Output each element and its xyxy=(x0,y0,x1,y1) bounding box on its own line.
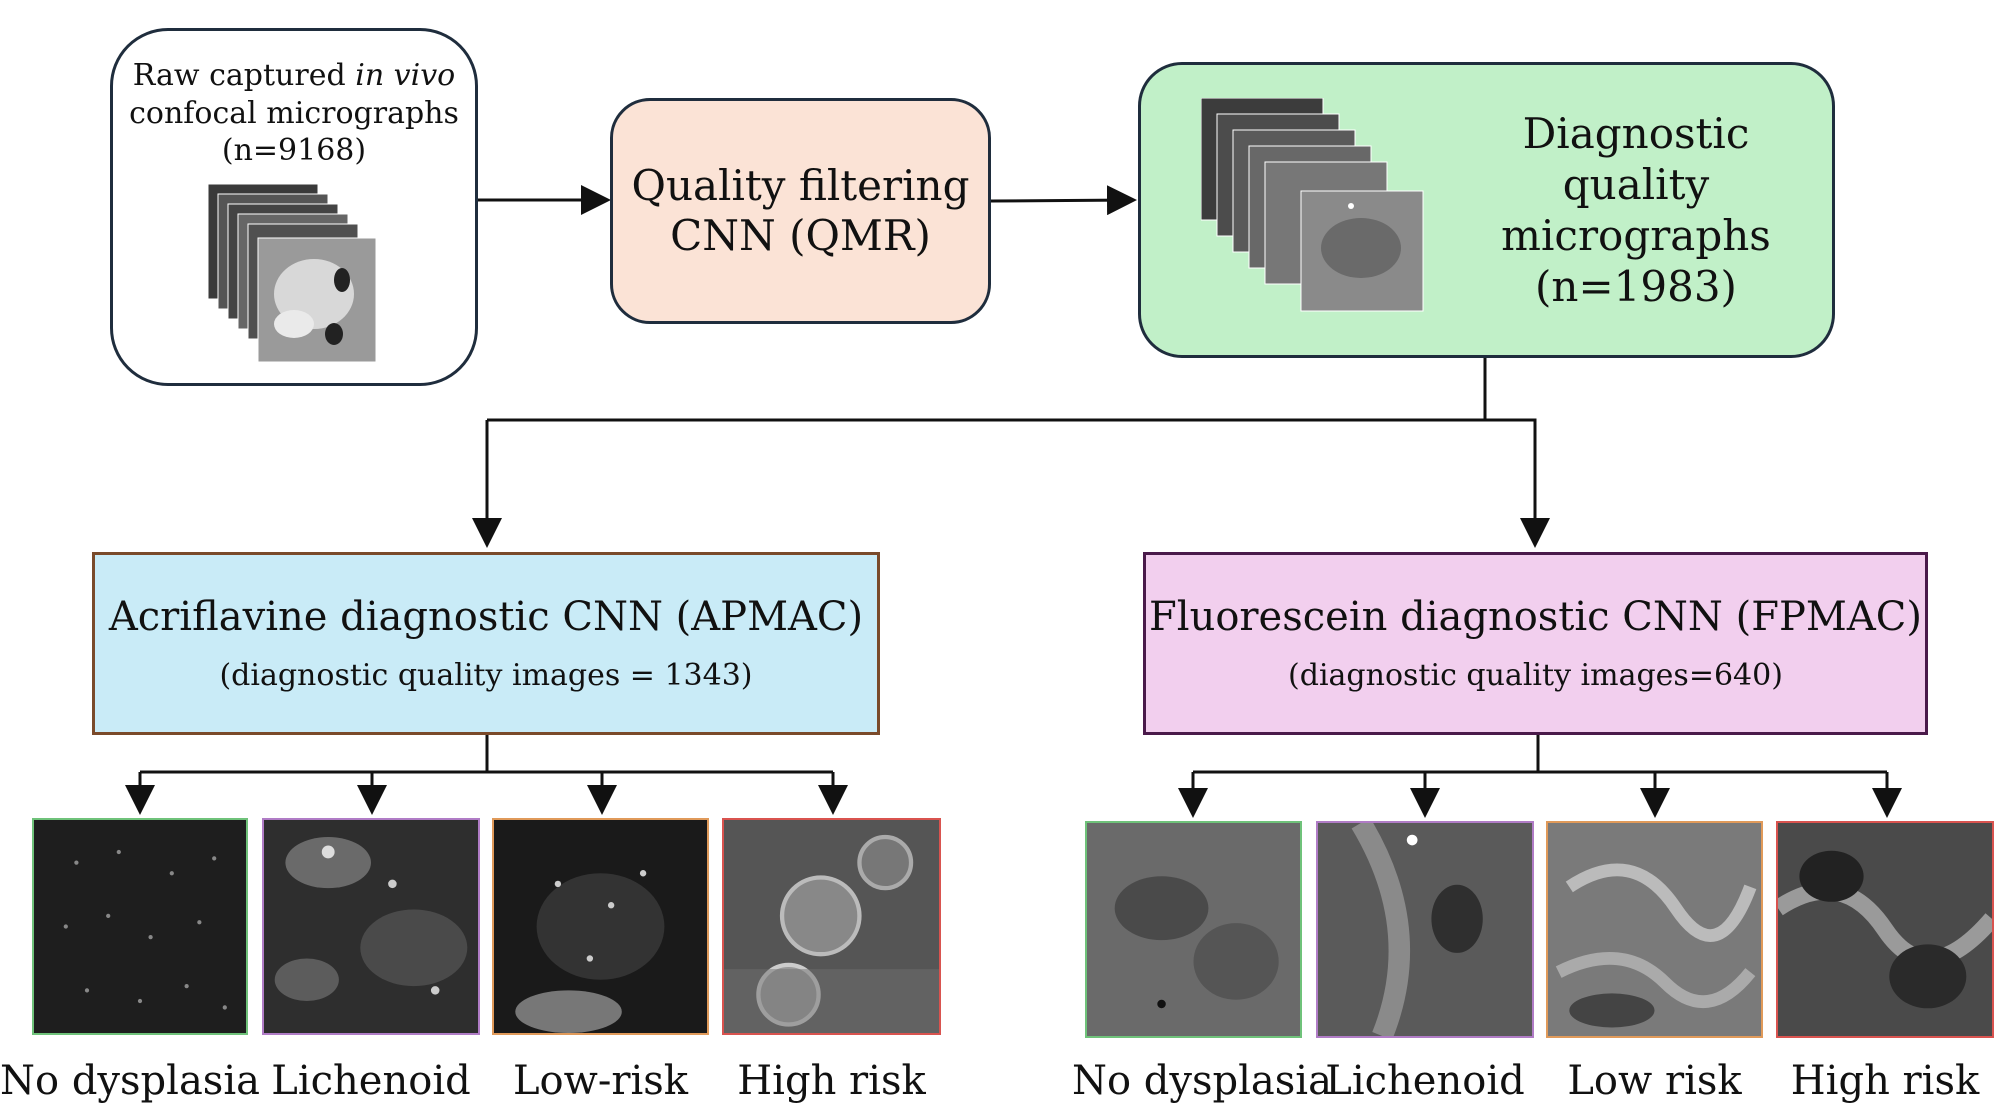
fluorescein-label-low-risk: Low risk xyxy=(1567,1058,1742,1104)
diag-line2: micrographs xyxy=(1501,211,1771,260)
acriflavine-label-low-risk: Low-risk xyxy=(512,1058,689,1104)
qmr-line2: CNN (QMR) xyxy=(670,211,931,260)
acriflavine-label-high-risk: High risk xyxy=(737,1058,926,1104)
acriflavine-no-dysplasia-image xyxy=(32,818,248,1035)
raw-micrographs-label: Raw captured in vivo confocal micrograph… xyxy=(129,58,459,168)
acriflavine-lichenoid-image xyxy=(262,818,480,1035)
arrow-qmr-to-diag xyxy=(990,185,1137,216)
fluorescein-label-high-risk: High risk xyxy=(1790,1058,1980,1104)
fluorescein-no-dysplasia-image xyxy=(1085,821,1302,1038)
fpmac-subtitle: (diagnostic quality images=640) xyxy=(1288,658,1783,693)
raw-micrographs-box: Raw captured in vivo confocal micrograph… xyxy=(110,28,478,386)
apmac-title: Acriflavine diagnostic CNN (APMAC) xyxy=(108,594,864,640)
acriflavine-low-risk-image xyxy=(492,818,709,1035)
diagnostic-quality-box: Diagnostic quality micrographs (n=1983) xyxy=(1138,62,1835,358)
arrow-to-fpmac xyxy=(1485,418,1550,548)
acriflavine-label-no-dysplasia: No dysplasia xyxy=(0,1058,260,1104)
fpmac-title: Fluorescein diagnostic CNN (FPMAC) xyxy=(1149,594,1922,640)
diagnostic-image-stack xyxy=(1201,98,1424,312)
diag-line3: (n=1983) xyxy=(1535,262,1737,312)
fluorescein-cnn-box: Fluorescein diagnostic CNN (FPMAC) (diag… xyxy=(1143,552,1928,735)
apmac-subtitle: (diagnostic quality images = 1343) xyxy=(219,658,753,693)
fluorescein-label-lichenoid: Lichenoid xyxy=(1325,1058,1525,1104)
quality-filtering-cnn-box: Quality filtering CNN (QMR) xyxy=(610,98,991,324)
fluorescein-low-risk-image xyxy=(1546,821,1763,1038)
fluorescein-label-no-dysplasia: No dysplasia xyxy=(1072,1058,1332,1104)
fluorescein-high-risk-image xyxy=(1776,821,1994,1038)
qmr-line1: Quality filtering xyxy=(631,160,970,210)
diag-line1: Diagnostic quality xyxy=(1522,108,1750,209)
acriflavine-cnn-box: Acriflavine diagnostic CNN (APMAC) (diag… xyxy=(92,552,880,735)
arrow-diag-split xyxy=(487,358,1487,422)
fluorescein-lichenoid-image xyxy=(1316,821,1534,1038)
acriflavine-high-risk-image xyxy=(722,818,941,1035)
acriflavine-label-lichenoid: Lichenoid xyxy=(271,1058,471,1104)
raw-image-stack xyxy=(207,183,377,362)
